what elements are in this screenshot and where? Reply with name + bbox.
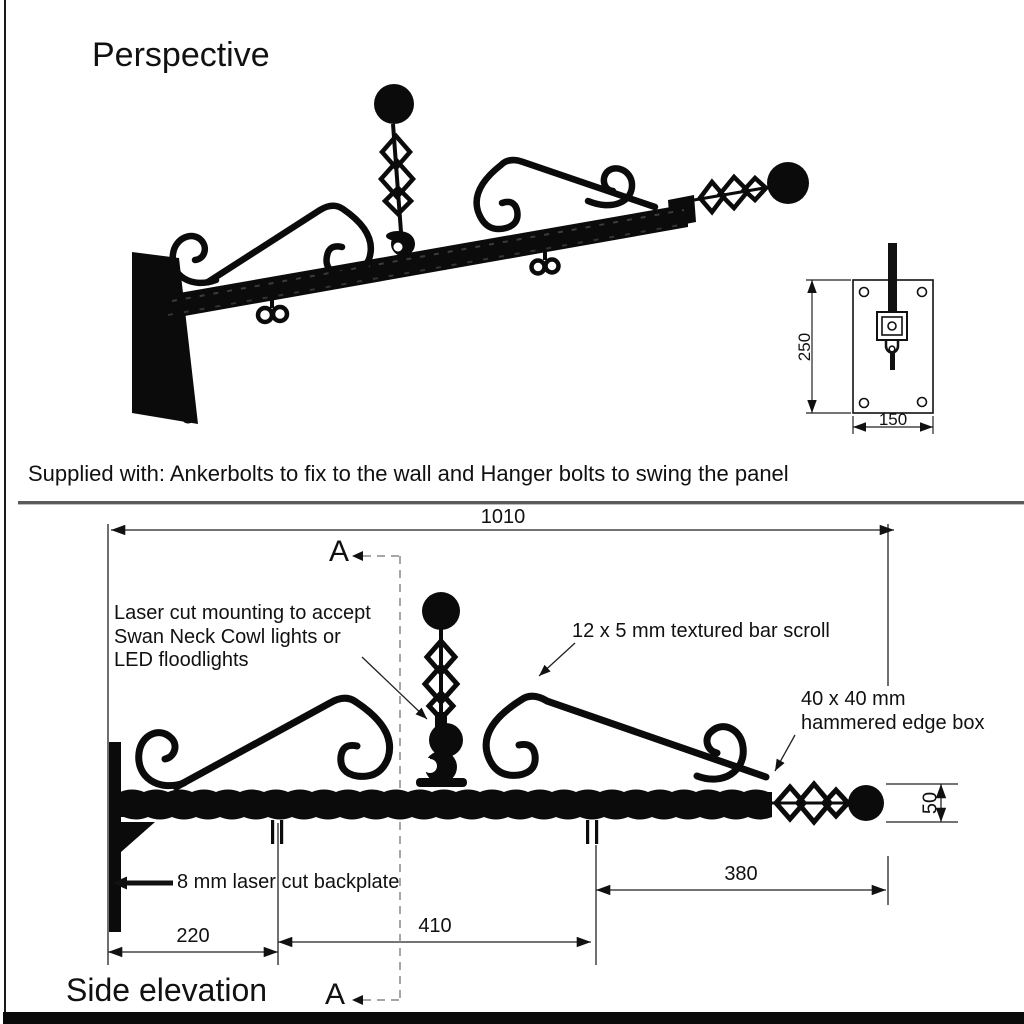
detail-height-dim: 250 (795, 332, 814, 362)
perspective-drawing (132, 84, 934, 434)
mounting-note-line1: Laser cut mounting to accept (114, 602, 371, 624)
section-divider-line (18, 501, 1024, 505)
edge-box-note: 40 x 40 mm hammered edge box (801, 688, 984, 735)
section-label-top: A (329, 535, 350, 568)
leader-lines (361, 642, 796, 772)
section-label-bottom: A (325, 978, 346, 1011)
mounting-note: Laser cut mounting to accept Swan Neck C… (114, 602, 371, 673)
edge-box-note-line2: hammered edge box (801, 711, 985, 734)
left-border-line (4, 0, 6, 1012)
ball-finial-centre (374, 84, 414, 124)
mounting-note-line3: LED floodlights (114, 649, 249, 671)
side-elevation-drawing (107, 524, 958, 1005)
cage-twist-centre (377, 123, 417, 233)
supplied-note: Supplied with: Ankerbolts to fix to the … (28, 461, 789, 486)
bracket-perspective-art (132, 84, 809, 424)
backplate-detail-drawing (806, 243, 934, 434)
scrollwork-perspective (169, 156, 659, 287)
dim-center: 410 (418, 915, 452, 937)
edge-box-note-line1: 40 x 40 mm (801, 688, 906, 710)
detail-width-dim: 150 (878, 410, 908, 429)
bar-scroll-note: 12 x 5 mm textured bar scroll (572, 620, 830, 642)
mounting-note-line2: Swan Neck Cowl lights or (114, 625, 341, 648)
bracket-arm-bar (162, 204, 688, 320)
side-elevation-title: Side elevation (66, 972, 268, 1008)
cage-twist-centre-elev (421, 628, 461, 723)
hanger-bolts (271, 820, 599, 844)
backplate-note: 8 mm laser cut backplate (177, 871, 400, 893)
dim-overall: 1010 (480, 506, 526, 528)
ball-finial-right (767, 162, 809, 204)
laser-cut-mounting (414, 712, 467, 787)
section-arrow-bottom (352, 995, 363, 1005)
dim-bar-height: 50 (919, 791, 942, 815)
ball-finial-centre-elev (422, 592, 460, 630)
section-cut-line (363, 555, 401, 1001)
backplate-edge (109, 742, 121, 932)
scrollwork-elevation (135, 692, 770, 791)
cage-twist-finial-right (693, 173, 771, 216)
bottom-border-bar (3, 1012, 1024, 1024)
dim-right: 380 (724, 863, 758, 885)
backplate-note-arrow (112, 876, 173, 890)
dimension-lines (107, 524, 958, 965)
section-arrow-top (352, 551, 363, 561)
dim-left: 220 (176, 925, 210, 947)
cage-twist-end (772, 780, 852, 826)
hanger-eyes (255, 251, 561, 325)
ball-finial-end (848, 785, 884, 821)
textured-bar (120, 789, 772, 820)
perspective-title: Perspective (92, 36, 270, 74)
gusset (121, 822, 155, 852)
